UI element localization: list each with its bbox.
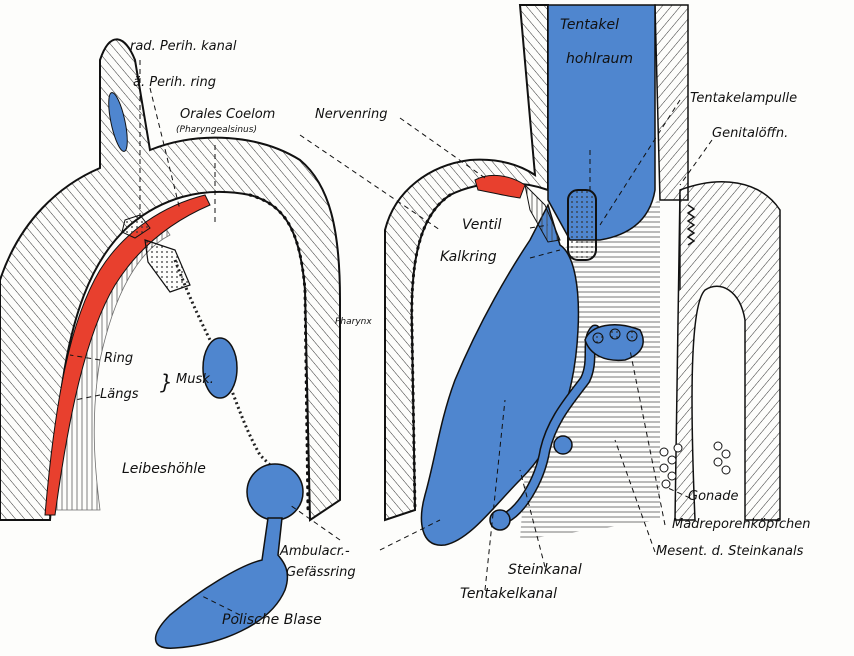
label-gonade: Gonade <box>688 490 738 503</box>
label-musk: Musk. <box>176 373 214 386</box>
tentacle-cavity <box>548 5 655 240</box>
polian-vesicle <box>156 518 288 648</box>
label-kalkring: Kalkring <box>440 250 497 264</box>
left-vesicle <box>203 338 237 398</box>
label-laengs: Längs <box>100 388 138 401</box>
tentacle-wall-right <box>655 5 688 200</box>
label-pharynx: Pharynx <box>335 318 372 327</box>
label-pharyngealsinus: (Pharyngealsinus) <box>176 126 257 135</box>
stone-canal-end <box>490 510 510 530</box>
label-ventil: Ventil <box>462 218 502 232</box>
tentacle-ampulla <box>568 190 596 260</box>
label-ambulacr: Ambulacr.- <box>280 545 350 558</box>
label-hohlraum: hohlraum <box>566 52 633 66</box>
label-mesent-steinkanals: Mesent. d. Steinkanals <box>656 545 803 558</box>
label-orales-coelom: Orales Coelom <box>180 108 275 121</box>
label-steinkanal: Steinkanal <box>508 563 582 577</box>
label-tentakel: Tentakel <box>560 18 619 32</box>
madreporic-head-2 <box>610 329 620 339</box>
madreporic-head-1 <box>593 333 603 343</box>
stone-canal-loop <box>554 436 572 454</box>
label-leibeshoehle: Leibeshöhle <box>122 462 206 476</box>
label-gefaessring: Gefässring <box>286 566 356 579</box>
brace: } <box>160 372 173 392</box>
label-tentakelkanal: Tentakelkanal <box>460 587 557 601</box>
label-nervenring: Nervenring <box>315 108 387 121</box>
madreporic-head-3 <box>627 331 637 341</box>
label-polische-blase: Polische Blase <box>222 613 322 627</box>
label-ring: Ring <box>104 352 133 365</box>
gonads <box>660 442 730 488</box>
label-madreporenkoepfchen: Madreporenköpfchen <box>672 518 811 531</box>
label-tentakelampulle: Tentakelampulle <box>690 92 797 105</box>
label-rad-perih-kanal: rad. Perih. kanal <box>130 40 236 53</box>
ambulacral-ring-vessel <box>247 464 303 520</box>
label-a-perih-ring: ä. Perih. ring <box>133 76 216 89</box>
label-genitaloeffn: Genitalöffn. <box>712 127 788 140</box>
